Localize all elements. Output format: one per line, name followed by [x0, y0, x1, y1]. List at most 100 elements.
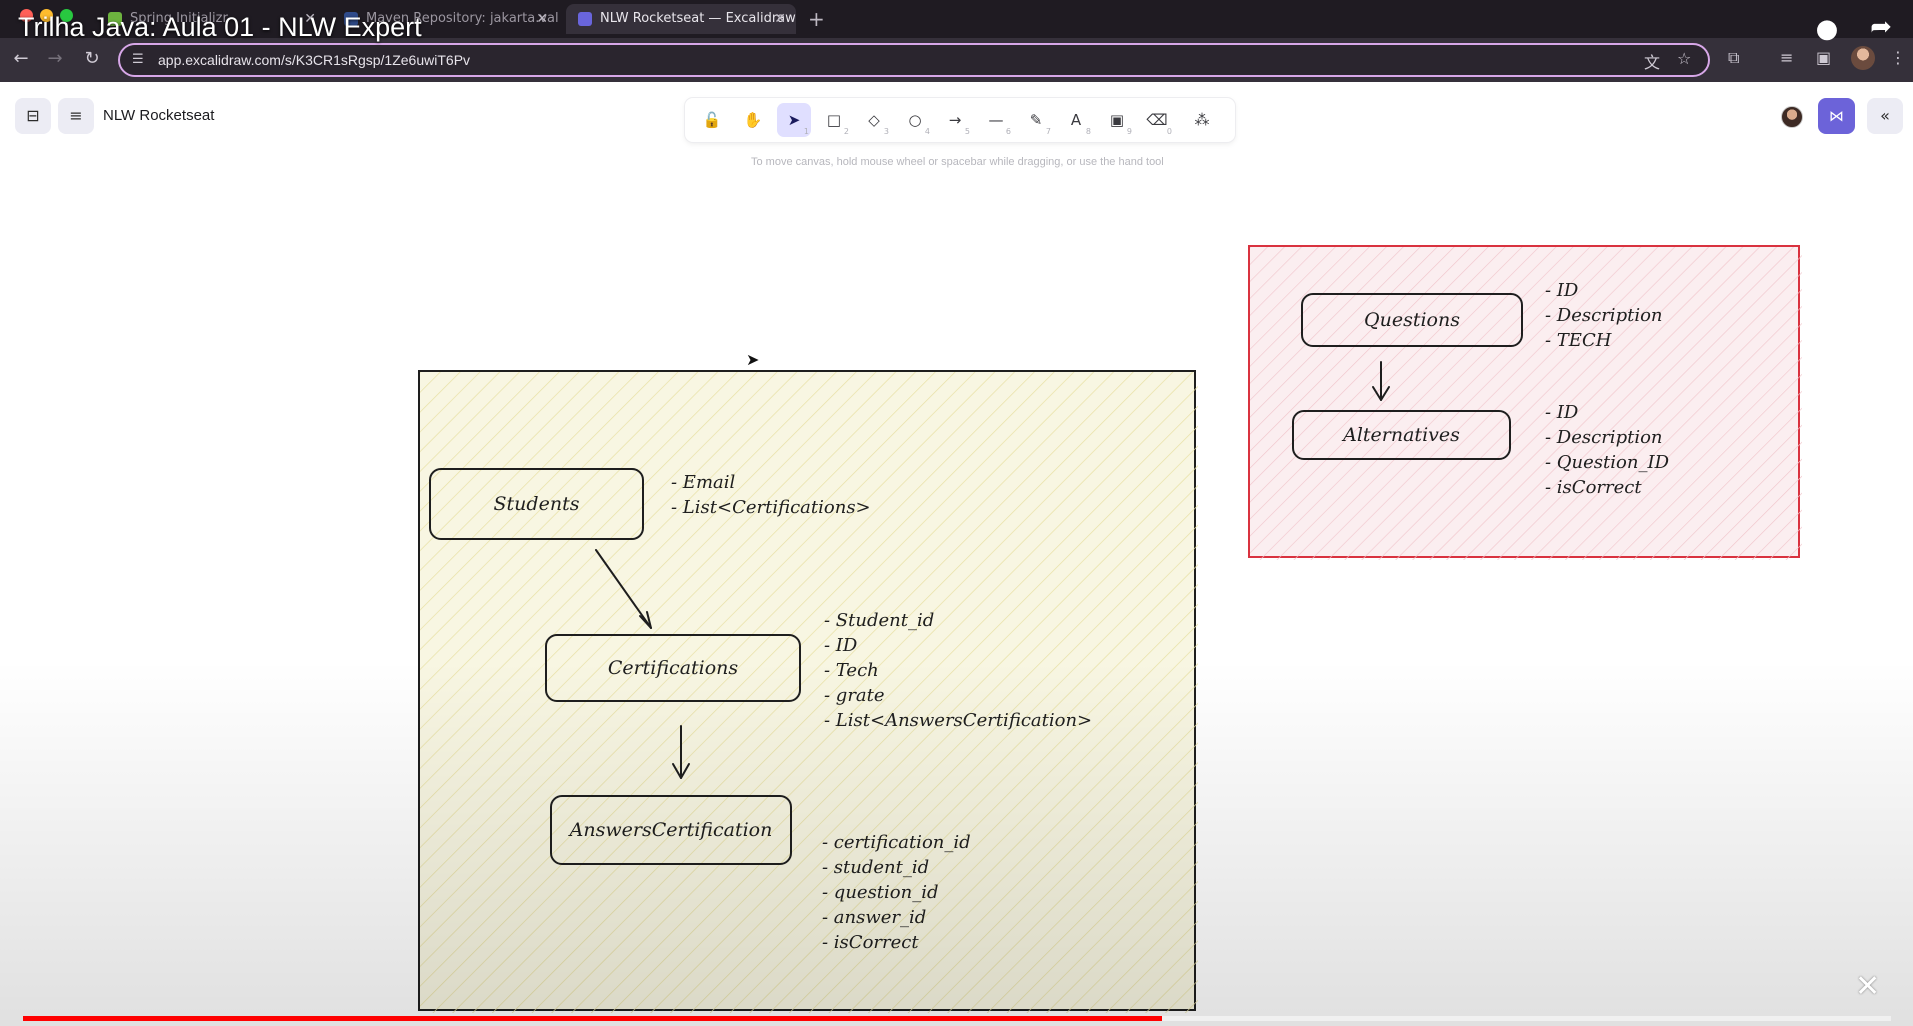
field: - Question_ID [1545, 452, 1670, 473]
tool-lock[interactable]: 🔓 [695, 103, 729, 137]
field: - List<AnswersCertification> [824, 710, 1093, 731]
certifications-fields: - Student_id - ID - Tech - grate - List<… [824, 608, 1092, 733]
sidebar-toggle-button[interactable]: ⊟ [15, 98, 51, 134]
field: - ID [1545, 402, 1579, 423]
close-icon[interactable]: ✕ [536, 11, 548, 27]
tool-shortcut-key: 1 [803, 127, 809, 136]
field: - certification_id [822, 832, 971, 853]
tool-draw[interactable]: ✎7 [1019, 103, 1053, 137]
field: - Tech [824, 660, 879, 681]
more-tools-icon: ⁂ [1194, 111, 1210, 129]
students-fields: - Email - List<Certifications> [671, 470, 871, 520]
tool-shortcut-key: 7 [1045, 127, 1051, 136]
field: - isCorrect [1545, 477, 1642, 498]
video-progress-bar[interactable] [23, 1016, 1891, 1021]
translate-icon[interactable]: 文 [1644, 53, 1661, 72]
tool-hand[interactable]: ✋ [736, 103, 770, 137]
minimize-window-button[interactable] [40, 9, 53, 22]
back-arrow-icon[interactable]: ← [13, 48, 29, 69]
tool-image[interactable]: ▣9 [1100, 103, 1134, 137]
tab-maven-repository[interactable]: Maven Repository: jakarta.val ✕ [332, 4, 558, 34]
eraser-icon: ⌫ [1146, 111, 1168, 129]
site-settings-icon[interactable]: ☰ [132, 52, 144, 67]
main-menu-button[interactable]: ≡ [58, 98, 94, 134]
tool-shortcut-key: 0 [1166, 127, 1172, 136]
drawing-canvas[interactable]: Students - Email - List<Certifications> … [0, 140, 1913, 1026]
collaborator-avatar[interactable] [1781, 106, 1803, 128]
youtube-channel-watermark-icon[interactable]: ✕ [1855, 969, 1881, 1004]
entity-label: AnswersCertification [569, 819, 773, 841]
field: - answer_id [822, 907, 927, 928]
maximize-window-button[interactable] [60, 9, 73, 22]
browser-menu-icon[interactable]: ⋮ [1890, 48, 1906, 67]
hand-icon: ✋ [743, 111, 763, 129]
excalidraw-favicon-icon [578, 12, 592, 26]
field: - Student_id [824, 610, 935, 631]
diamond-icon: ◇ [868, 111, 880, 129]
video-progress-fill [23, 1016, 1163, 1021]
browser-profile-avatar[interactable] [1851, 46, 1875, 70]
tool-line[interactable]: —6 [979, 103, 1013, 137]
students-entity[interactable]: Students [429, 468, 644, 540]
watch-later-icon[interactable]: ● [1815, 14, 1839, 44]
alternatives-entity[interactable]: Alternatives [1292, 410, 1511, 460]
tool-rectangle[interactable]: □2 [817, 103, 851, 137]
close-window-button[interactable] [20, 9, 33, 22]
line-icon: — [988, 111, 1004, 129]
questions-entity[interactable]: Questions [1301, 293, 1523, 347]
draw-icon: ✎ [1029, 111, 1043, 129]
library-toggle-button[interactable]: « [1867, 98, 1903, 134]
forward-arrow-icon[interactable]: → [47, 48, 63, 69]
arrow-icon: → [948, 111, 962, 129]
alternatives-fields: - ID - Description - Question_ID - isCor… [1545, 400, 1669, 500]
media-icon[interactable]: ≡ [1780, 48, 1794, 67]
questions-fields: - ID - Description - TECH [1545, 278, 1663, 353]
answers-certification-entity[interactable]: AnswersCertification [550, 795, 792, 865]
share-video-icon[interactable]: ➦ [1870, 12, 1892, 42]
certifications-entity[interactable]: Certifications [545, 634, 801, 702]
tab-excalidraw[interactable]: NLW Rocketseat — Excalidraw ✕ [566, 4, 796, 34]
double-chevron-left-icon: « [1880, 106, 1890, 125]
field: - Email [671, 472, 736, 493]
bookmark-star-icon[interactable]: ☆ [1677, 49, 1692, 68]
close-icon[interactable]: ✕ [774, 11, 786, 27]
image-icon: ▣ [1109, 111, 1125, 129]
reload-icon[interactable]: ↻ [84, 48, 100, 69]
tool-diamond[interactable]: ◇3 [857, 103, 891, 137]
tool-shortcut-key: 3 [883, 127, 889, 136]
side-panel-icon[interactable]: ▣ [1816, 48, 1832, 67]
questions-domain-frame[interactable] [1248, 245, 1802, 560]
tool-shortcut-key: 6 [1005, 127, 1011, 136]
new-tab-button[interactable]: + [808, 7, 825, 31]
entity-label: Alternatives [1343, 424, 1460, 446]
hatch-fill [1250, 247, 1802, 560]
hamburger-menu-icon: ≡ [69, 106, 83, 125]
address-bar[interactable]: ☰ app.excalidraw.com/s/K3CR1sRgsp/1Ze6uw… [118, 43, 1710, 77]
field: - Description [1545, 427, 1663, 448]
field: - question_id [822, 882, 939, 903]
share-button[interactable]: ⋈ [1818, 98, 1855, 134]
entity-label: Students [493, 493, 580, 515]
browser-toolbar: ← → ↻ ☰ app.excalidraw.com/s/K3CR1sRgsp/… [0, 38, 1913, 82]
rectangle-icon: □ [826, 111, 842, 129]
field: - student_id [822, 857, 930, 878]
tool-more-tools[interactable]: ⁂ [1185, 103, 1219, 137]
tool-selection[interactable]: ➤1 [777, 103, 811, 137]
tool-shortcut-key: 4 [924, 127, 930, 136]
tool-arrow[interactable]: →5 [938, 103, 972, 137]
tab-spring-initializr[interactable]: Spring Initializr ✕ [96, 4, 326, 34]
tool-shortcut-key: 9 [1126, 127, 1132, 136]
entity-label: Certifications [607, 657, 739, 679]
field: - TECH [1545, 330, 1612, 351]
entity-label: Questions [1364, 309, 1460, 331]
tool-eraser[interactable]: ⌫0 [1140, 103, 1174, 137]
close-icon[interactable]: ✕ [304, 11, 316, 27]
tool-ellipse[interactable]: ○4 [898, 103, 932, 137]
extensions-icon[interactable]: ⧉ [1728, 48, 1740, 67]
ellipse-icon: ○ [908, 111, 922, 129]
answers-certification-fields: - certification_id - student_id - questi… [822, 830, 971, 955]
share-icon: ⋈ [1829, 107, 1844, 125]
field: - Description [1545, 305, 1663, 326]
field: - ID [1545, 280, 1579, 301]
